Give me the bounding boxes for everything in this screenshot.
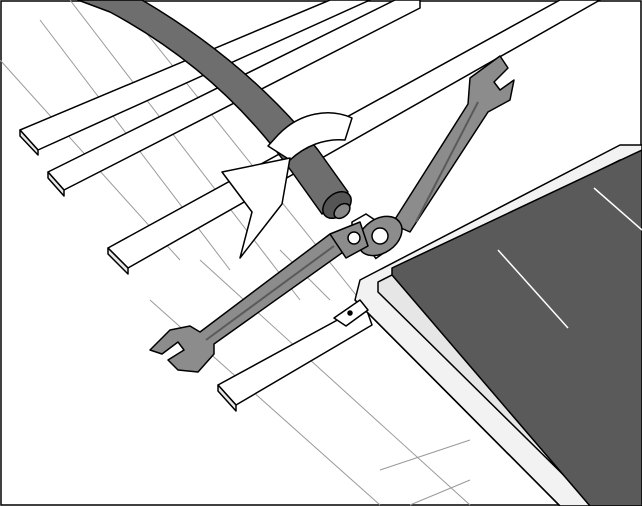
flexible-hose xyxy=(77,0,352,220)
collector-glass xyxy=(391,149,642,506)
solar-collector xyxy=(333,144,642,506)
open-end-wrench-icon xyxy=(357,55,515,257)
open-end-wrench-icon-2 xyxy=(149,221,369,373)
rotation-arrow-icon xyxy=(221,112,353,259)
